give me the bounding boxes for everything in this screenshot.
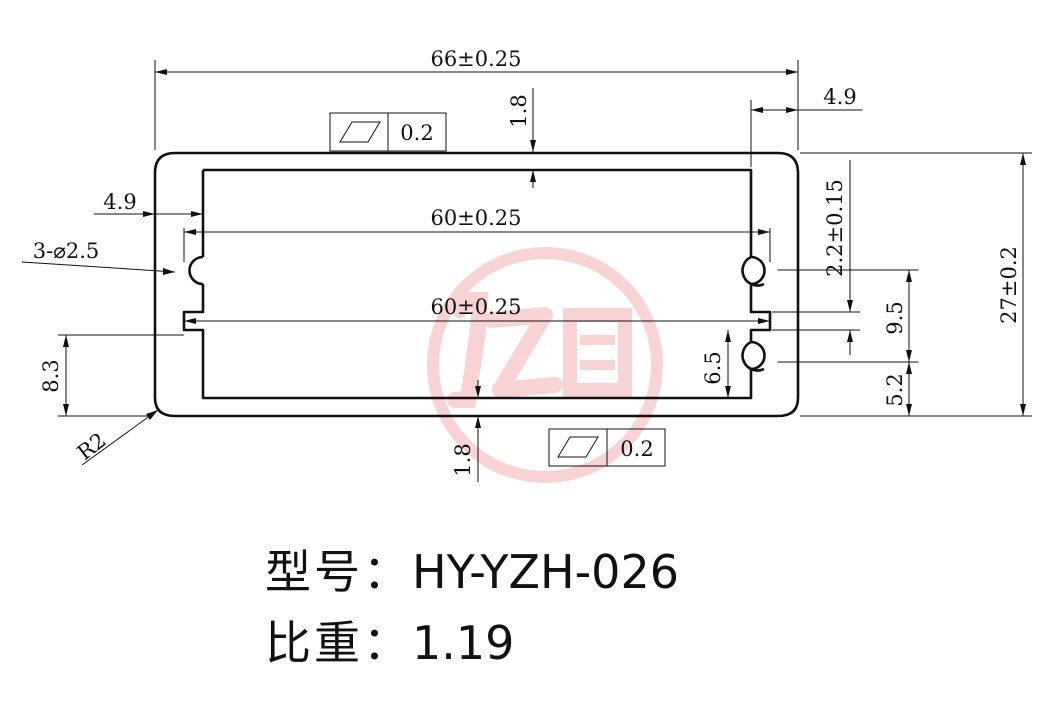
svg-text:1.8: 1.8 (451, 443, 475, 476)
hole-left (188, 255, 204, 286)
watermark-text: 亿润 (544, 343, 546, 346)
flatness-frame-top: 0.2 (329, 112, 447, 152)
svg-text:R2: R2 (73, 428, 111, 465)
dim-top-wall: 1.8 (507, 88, 536, 188)
dim-right-ear: 4.9 (750, 85, 862, 167)
model-caption: 型号：HY-YZH-026 (265, 536, 679, 602)
dim-left-ear: 4.9 (94, 190, 203, 217)
dim-left-height: 8.3 (39, 334, 184, 417)
dim-right-lower: 6.5 (701, 330, 731, 398)
weight-label: 比重： (265, 616, 412, 670)
dim-hole-spacing: 9.5 5.2 (778, 269, 918, 416)
dim-inner-width-lower: 60±0.25 (184, 295, 770, 324)
dim-holes: 3-⌀2.5 (21, 239, 176, 275)
svg-text:6.5: 6.5 (701, 351, 725, 384)
svg-text:0.2: 0.2 (400, 121, 433, 145)
dim-overall-height: 27±0.2 (800, 152, 1032, 417)
dim-overall-width: 66±0.25 (154, 47, 799, 150)
weight-value: 1.19 (412, 616, 515, 670)
model-label: 型号： (265, 545, 412, 599)
hole-right-lower (750, 340, 766, 371)
svg-text:8.3: 8.3 (39, 359, 63, 392)
dim-inner-width-upper: 60±0.25 (183, 206, 771, 262)
svg-text:60±0.25: 60±0.25 (430, 206, 521, 230)
svg-text:5.2: 5.2 (883, 373, 907, 406)
svg-text:4.9: 4.9 (823, 85, 856, 109)
svg-text:2.2±0.15: 2.2±0.15 (823, 179, 847, 277)
hole-right-upper (750, 255, 766, 286)
svg-text:0.2: 0.2 (620, 437, 653, 461)
svg-text:60±0.25: 60±0.25 (430, 295, 521, 319)
svg-text:4.9: 4.9 (103, 190, 136, 214)
watermark-logo: 亿润 (427, 247, 663, 483)
svg-text:1.8: 1.8 (507, 94, 531, 127)
dim-bottom-wall: 1.8 (451, 380, 481, 482)
svg-text:9.5: 9.5 (883, 301, 907, 334)
dim-radius: R2 (73, 409, 159, 466)
svg-text:66±0.25: 66±0.25 (430, 47, 521, 71)
svg-text:27±0.2: 27±0.2 (997, 246, 1021, 324)
flatness-frame-bottom: 0.2 (548, 428, 666, 467)
weight-caption: 比重：1.19 (265, 607, 514, 673)
outer-profile (153, 151, 800, 418)
svg-text:3-⌀2.5: 3-⌀2.5 (33, 239, 100, 263)
model-value: HY-YZH-026 (412, 545, 679, 599)
dim-slot-height: 2.2±0.15 (772, 160, 860, 355)
